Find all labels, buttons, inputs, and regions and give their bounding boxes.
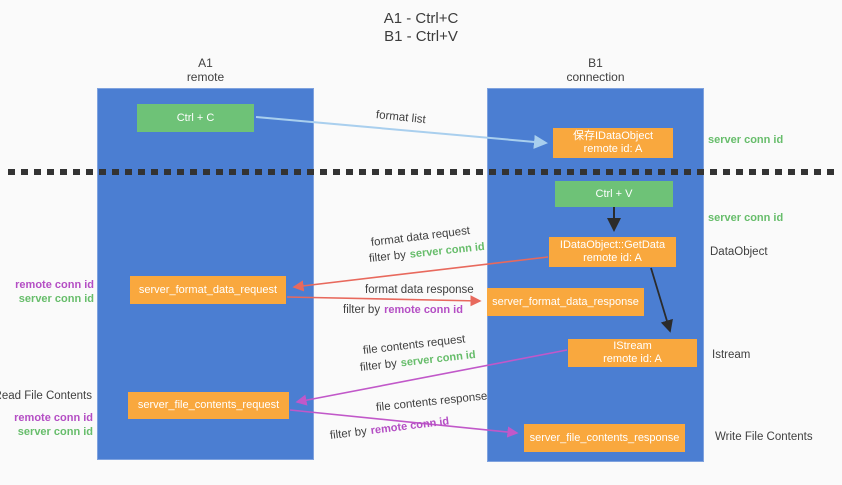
getdata-box: IDataObject::GetData remote id: A <box>549 237 676 267</box>
save-idataobject-line2: remote id: A <box>583 143 643 155</box>
column-a1-name: A1 <box>198 56 213 70</box>
save-idataobject-box: 保存IDataObject remote id: A <box>553 128 673 158</box>
server-conn-id-left-2: server conn id <box>17 426 93 438</box>
remote-conn-id-left-1: remote conn id <box>15 279 94 291</box>
server-format-data-request-box: server_format_data_request <box>130 276 286 304</box>
file-contents-response-arrow <box>289 409 519 438</box>
title-line-1: A1 - Ctrl+C <box>383 10 459 27</box>
format-list-arrow <box>255 116 548 149</box>
filter-by-text: filter by <box>343 304 381 316</box>
column-header-a1: A1 remote <box>97 56 314 84</box>
title-line-2: B1 - Ctrl+V <box>384 28 458 45</box>
save-idataobject-line1: 保存IDataObject <box>572 130 654 142</box>
server-conn-id-left-1: server conn id <box>18 293 94 305</box>
istream-line1: IStream <box>613 340 652 352</box>
server-file-contents-response-box: server_file_contents_response <box>524 424 685 452</box>
filter-by-text: filter by <box>368 249 407 265</box>
format-data-request-arrow <box>292 256 549 292</box>
file-contents-request-arrow <box>295 349 568 406</box>
format-data-response-arrow <box>286 295 482 307</box>
istream-line2: remote id: A <box>603 353 662 365</box>
diagram-title: A1 - Ctrl+C B1 - Ctrl+V <box>0 10 842 46</box>
server-format-data-request-label: server_format_data_request <box>138 283 278 296</box>
read-file-contents-label: Read File Contents <box>0 390 92 402</box>
section-divider-dashed-line <box>8 169 834 175</box>
server-file-contents-request-label: server_file_contents_request <box>137 399 280 411</box>
column-a1-subtitle: remote <box>186 70 225 84</box>
server-conn-id-right-mid: server conn id <box>708 212 784 224</box>
istream-box: IStream remote id: A <box>568 339 697 367</box>
column-header-b1: B1 connection <box>487 56 704 84</box>
istream-side-label: Istream <box>712 349 751 361</box>
write-file-contents-label: Write File Contents <box>715 431 813 443</box>
ctrl-v-label: Ctrl + V <box>595 187 633 200</box>
format-data-response-label: format data response <box>365 284 474 296</box>
column-b1-subtitle: connection <box>566 70 625 84</box>
column-b1-name: B1 <box>588 56 603 70</box>
ctrl-v-box: Ctrl + V <box>555 181 673 207</box>
getdata-to-istream-arrow <box>650 267 673 333</box>
remote-conn-id-left-2: remote conn id <box>14 412 93 424</box>
ctrl-c-label: Ctrl + C <box>176 111 215 124</box>
dataobject-label: DataObject <box>710 246 768 258</box>
server-format-data-response-label: server_format_data_response <box>492 295 639 308</box>
ctrl-c-box: Ctrl + C <box>137 104 254 132</box>
server-format-data-response-box: server_format_data_response <box>487 288 644 316</box>
server-file-contents-response-label: server_file_contents_response <box>529 431 680 444</box>
getdata-line1: IDataObject::GetData <box>559 239 666 251</box>
remote-conn-id-text: remote conn id <box>384 304 463 316</box>
getdata-line2: remote id: A <box>583 252 642 264</box>
server-file-contents-request-box: server_file_contents_request <box>128 392 289 419</box>
server-conn-id-right-top: server conn id <box>708 134 784 146</box>
